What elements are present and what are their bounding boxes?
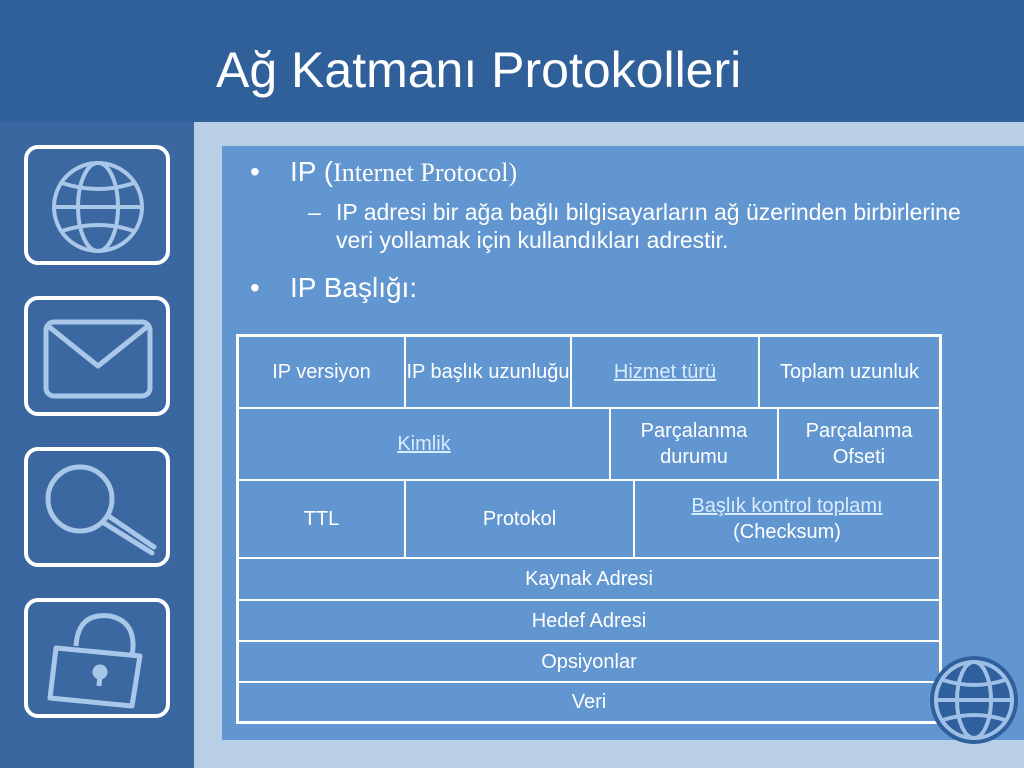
bullet-ip-label: IP ( [290,156,334,187]
mail-tile [24,296,170,416]
lock-tile [24,598,170,718]
ip-header-table: IP versiyon IP başlık uzunluğu Hizmet tü… [236,334,942,724]
sub-bullet-marker: – [308,199,321,225]
table-cell: Hedef Adresi [239,601,939,642]
search-tile [24,447,170,567]
table-cell: Toplam uzunluk [760,337,939,409]
bullet-ip-expansion: Internet Protocol) [333,158,518,187]
bullet-marker: • [250,272,260,303]
table-cell: Parçalanma Ofseti [779,409,939,481]
table-cell: Kaynak Adresi [239,559,939,601]
cell-ip-version: IP versiyon [272,361,371,383]
table-cell: IP versiyon [239,337,406,409]
cell-fragment-flags: Parçalanma durumu [640,420,748,468]
envelope-icon [43,319,153,399]
link-service-type[interactable]: Hizmet türü [613,361,717,383]
cell-ttl: TTL [303,508,340,530]
table-cell: Kimlik [239,409,611,481]
table-cell: TTL [239,481,406,559]
padlock-icon [47,613,143,709]
sub-bullet-text: IP adresi bir ağa bağlı bilgisayarların … [336,199,961,253]
slide-title: Ağ Katmanı Protokolleri [216,42,742,98]
cell-fragment-offset: Parçalanma Ofseti [805,420,913,468]
table-cell: Başlık kontrol toplamı (Checksum) [635,481,939,559]
globe-icon [930,656,1018,744]
cell-destination-address: Hedef Adresi [531,609,647,632]
bullet-ip: • IP (Internet Protocol) [250,154,517,191]
bullet-marker: • [250,156,260,187]
table-cell: Protokol [406,481,635,559]
cell-checksum-note: (Checksum) [733,521,841,543]
cell-source-address: Kaynak Adresi [525,568,653,590]
globe-tile [24,145,170,265]
bullet-ip-header: • IP Başlığı: [250,270,417,306]
table-cell: Hizmet türü [572,337,760,409]
globe-icon [52,161,144,253]
cell-protocol: Protokol [482,508,557,530]
cell-options: Opsiyonlar [541,650,637,673]
table-cell: Opsiyonlar [239,642,939,683]
cell-header-length: IP başlık uzunluğu [406,361,570,383]
title-band [0,0,1024,122]
cell-data: Veri [571,691,607,713]
cell-total-length: Toplam uzunluk [780,361,919,383]
table-cell: IP başlık uzunluğu [406,337,572,409]
magnifier-icon [45,464,157,556]
table-cell: Veri [239,683,939,721]
link-identification[interactable]: Kimlik [397,433,451,455]
table-cell: Parçalanma durumu [611,409,779,481]
bullet-ip-header-label: IP Başlığı: [290,272,418,303]
link-header-checksum[interactable]: Başlık kontrol toplamı [691,495,883,517]
